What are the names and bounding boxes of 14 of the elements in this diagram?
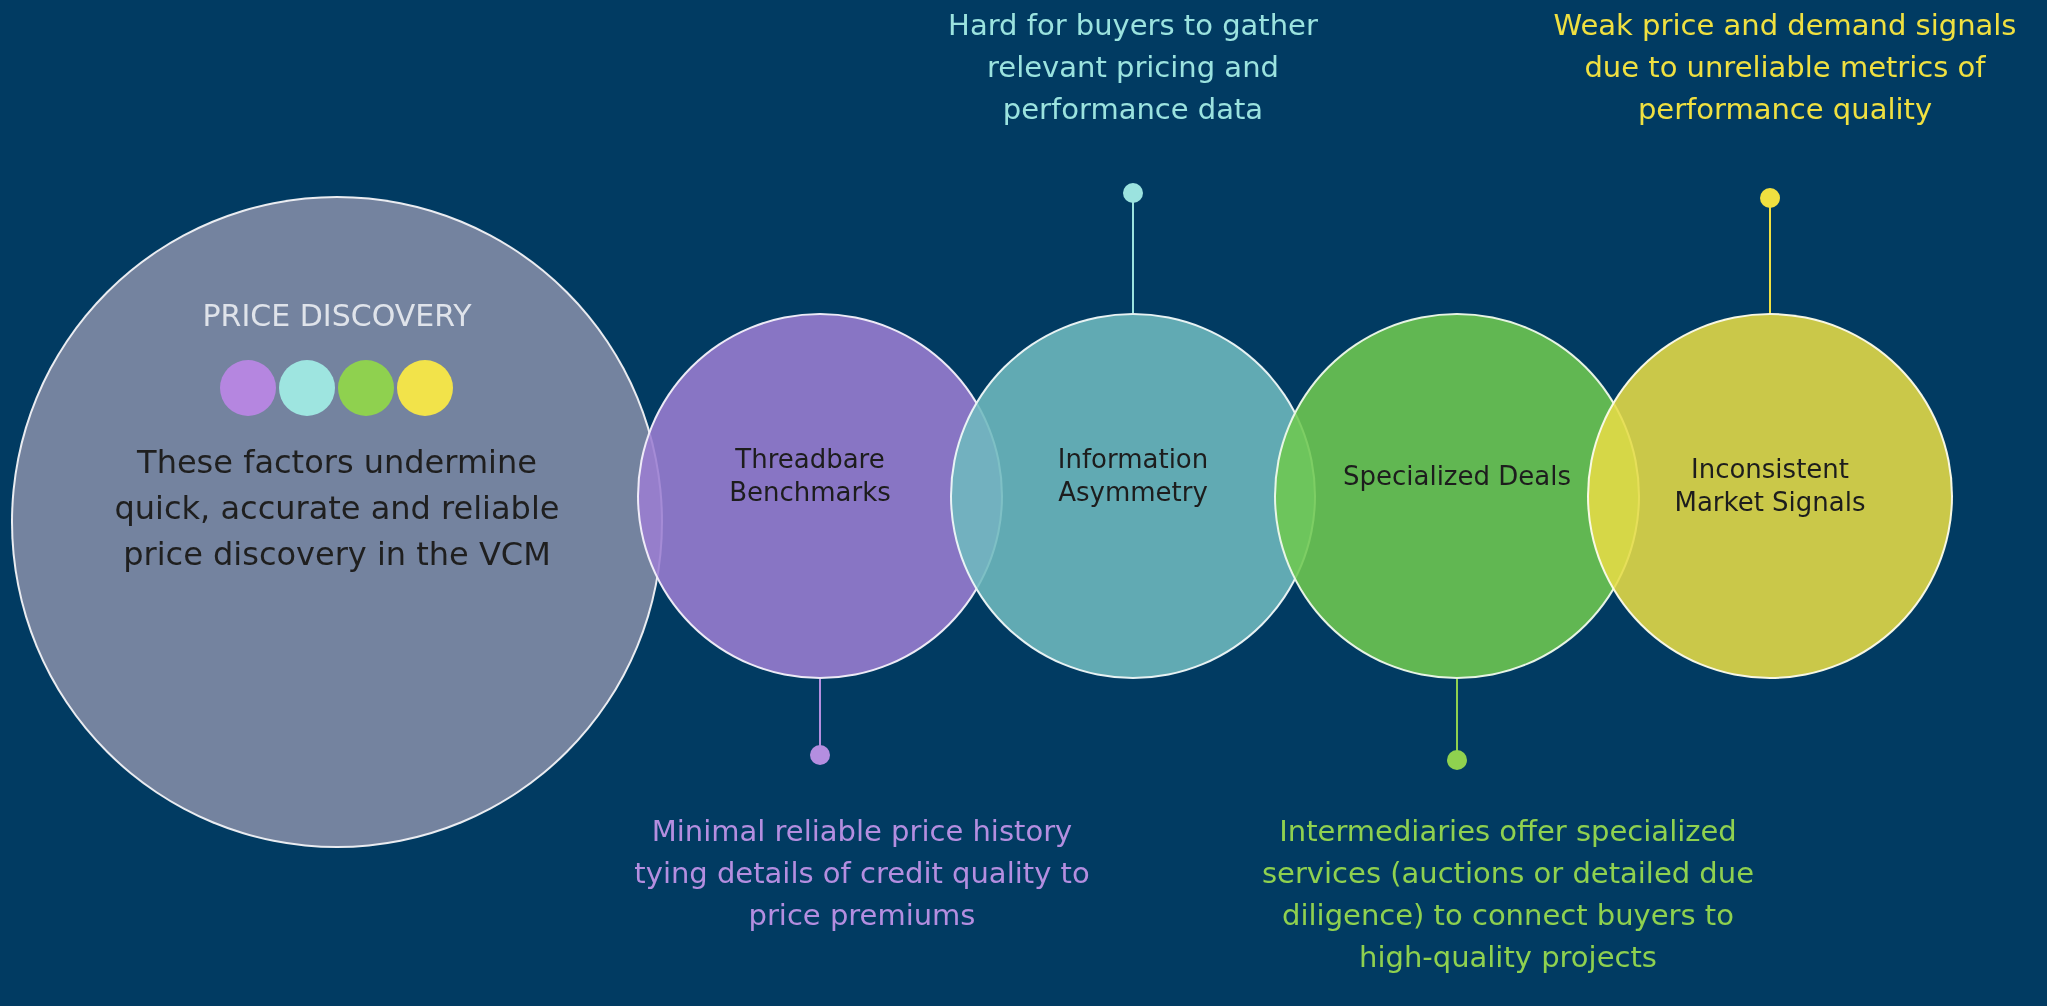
factor-label: Inconsistent Market Signals [1673, 453, 1867, 519]
leader-line [1123, 183, 1143, 314]
summary-text: These factors undermine quick, accurate and reliable price discovery in the VCM [113, 442, 561, 575]
callout-text: Weak price and demand signals due to unreliable metrics of performance quality [1530, 4, 2040, 130]
factor-label: Information Asymmetry [1056, 443, 1210, 509]
summary-title: PRICE DISCOVERY [202, 298, 472, 333]
factor-label: Threadbare Benchmarks [728, 443, 892, 509]
callout-text: Hard for buyers to gather relevant pricing and performance data [948, 4, 1318, 130]
leader-line [1447, 678, 1467, 770]
leader-line [810, 678, 830, 765]
factor-label: Specialized Deals [1342, 459, 1572, 493]
leader-line [1760, 188, 1780, 314]
callout-text: Intermediaries offer specialized services (auctions or detailed due diligence) to connect buyers to high-quality projects [1248, 810, 1768, 978]
callout-text: Minimal reliable price history tying details of credit quality to price premiums [612, 810, 1112, 936]
